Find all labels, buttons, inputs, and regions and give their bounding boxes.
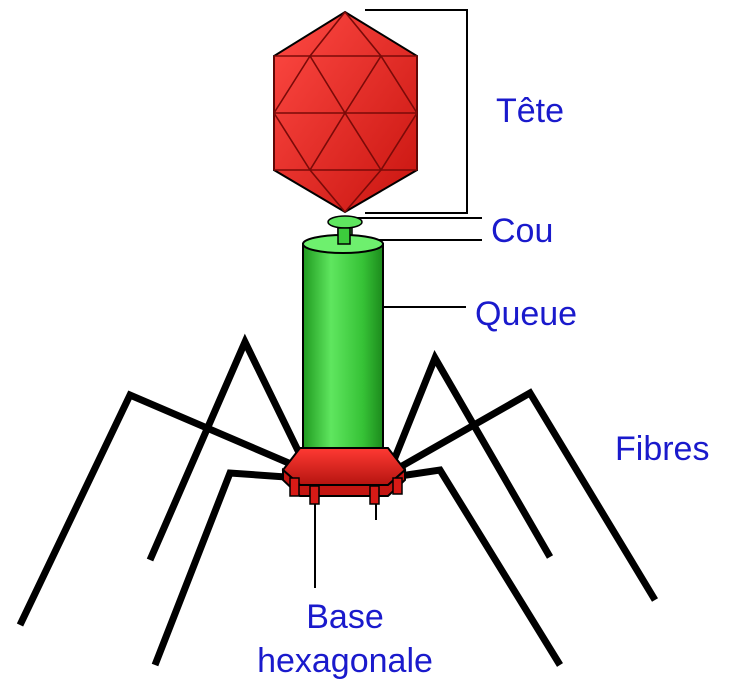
- fiber-left-2: [20, 395, 305, 625]
- label-fibers: Fibres: [615, 430, 709, 468]
- fiber-right-3: [400, 470, 560, 665]
- fiber-left-1: [150, 342, 305, 560]
- label-tail: Queue: [475, 295, 577, 333]
- label-neck: Cou: [491, 212, 553, 250]
- capsid-head: [274, 12, 417, 212]
- fiber-right-2: [395, 393, 655, 600]
- base-plate: [283, 448, 405, 504]
- label-base-line2: hexagonale: [257, 642, 433, 680]
- label-base-line1: Base: [306, 598, 384, 636]
- tail-sheath: [303, 228, 383, 475]
- label-head: Tête: [496, 92, 564, 130]
